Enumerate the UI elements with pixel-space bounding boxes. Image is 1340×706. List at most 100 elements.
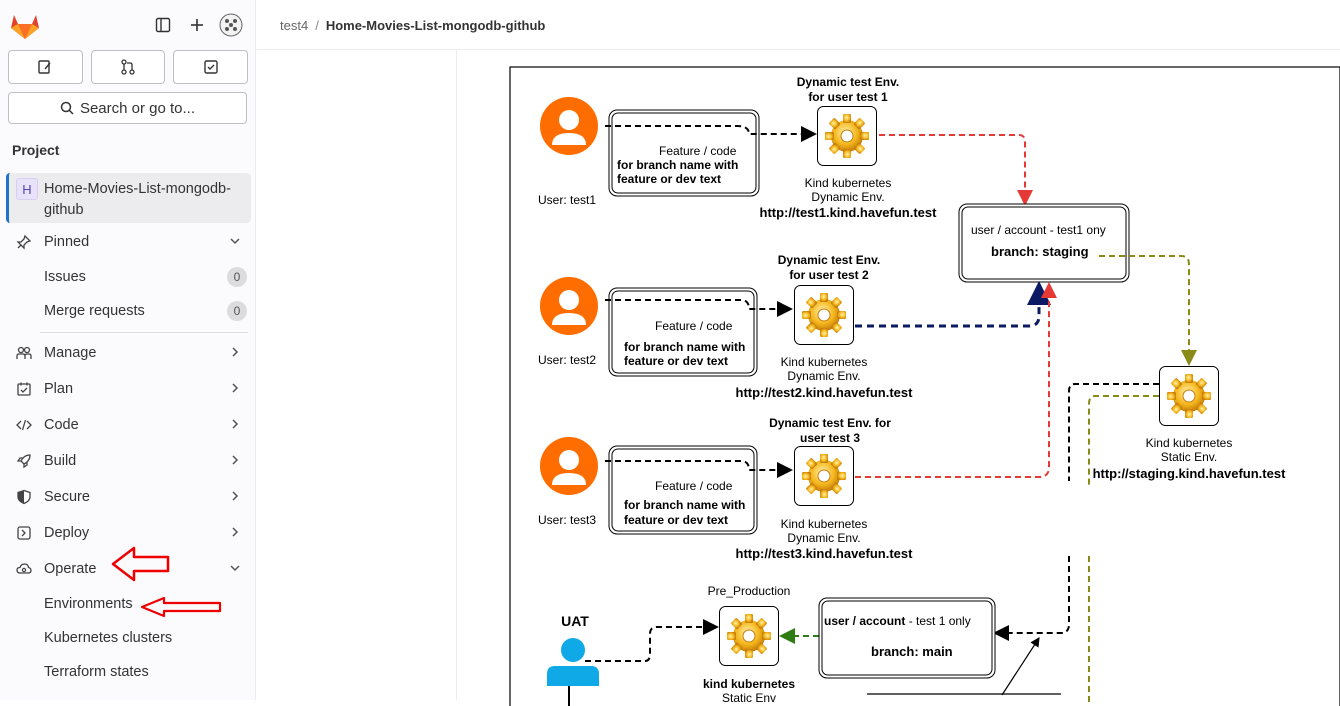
avatar[interactable] [219,13,243,37]
feature-body-2a: for branch name with [624,340,745,354]
main-box-line2: branch: main [871,644,953,659]
gear-preprod-icon [719,606,779,666]
main-box-line1-bold: user / account [824,614,905,628]
staging-box [958,203,1130,283]
url-test1: http://test1.kind.havefun.test [760,205,938,220]
user-test3-label: User: test3 [538,513,596,527]
sidebar-item-label: Terraform states [44,664,149,680]
sidebar-item-terraform-states[interactable]: Terraform states [44,664,149,680]
arrow-env2-staging [855,281,1051,328]
sidebar-item-project[interactable]: H Home-Movies-List-mongodb-github [6,173,251,223]
main-box-line1-rest: - test 1 only [905,614,970,628]
sidebar-item-kubernetes-clusters[interactable]: Kubernetes clusters [44,630,172,646]
pre-production-label: Pre_Production [708,584,791,598]
main-box-line1: user / account - test 1 only [824,614,971,628]
plus-icon[interactable] [186,14,208,36]
chevron-down-icon [230,238,240,245]
user-test3-icon [540,437,598,495]
sidebar-item-operate[interactable]: Operate [6,553,251,585]
sidebar-item-label: Merge requests [44,303,145,319]
top-bar: test4/Home-Movies-List-mongodb-github [257,0,1340,50]
kind-label-2a: Kind kubernetes [781,355,868,369]
red-arrow-annotation-environments [140,596,222,618]
chevron-right-icon [232,383,239,393]
uat-user-icon [547,638,599,706]
quick-actions [8,50,249,84]
sidebar-item-secure[interactable]: Secure [6,481,251,513]
search-button[interactable]: Search or go to... [8,92,247,124]
sidebar-item-code[interactable]: Code [6,409,251,441]
issues-quick-button[interactable] [8,50,83,84]
chevron-right-icon [232,491,239,501]
sidebar-item-deploy[interactable]: Deploy [6,517,251,549]
merge-requests-count-badge: 0 [227,301,247,321]
kind-label-1a: Kind kubernetes [805,176,892,190]
breadcrumb: test4/Home-Movies-List-mongodb-github [280,18,546,33]
breadcrumb-project-link[interactable]: Home-Movies-List-mongodb-github [325,18,546,33]
sidebar-item-plan[interactable]: Plan [6,373,251,405]
dyn-title-1a: Dynamic test Env. [797,75,899,89]
gear-env3-icon [794,446,854,506]
sidebar-item-merge-requests[interactable]: Merge requests [44,303,145,319]
kind-label-3a: Kind kubernetes [781,517,868,531]
sidebar-item-build[interactable]: Build [6,445,251,477]
calendar-icon [14,381,34,397]
merge-requests-quick-button[interactable] [90,50,166,84]
line-static-down-black [1068,383,1159,481]
dyn-title-1b: for user test 1 [808,90,888,104]
feature-box-2 [608,287,758,377]
arrow-user3-env3 [605,460,793,478]
divider [40,332,248,333]
shield-icon [14,489,34,505]
feature-body-1a: for branch name with [617,158,738,172]
static-env-line1: Kind kubernetes [1146,436,1233,450]
dyn-title-2b: for user test 2 [789,268,869,282]
arrow-main-annotation [1001,636,1040,696]
feature-title-3: Feature / code [655,479,733,493]
user-test2-label: User: test2 [538,353,596,367]
code-icon [14,417,34,433]
chevron-right-icon [232,455,239,465]
user-test2-icon [540,277,598,335]
chevron-down-icon [230,565,240,572]
issue-icon [38,60,51,74]
arrow-user2-env2 [605,299,793,317]
project-name: Home-Movies-List-mongodb-github [44,181,231,218]
project-avatar: H [16,178,38,200]
dyn-title-3b: user test 3 [800,431,860,445]
sidebar-item-pinned[interactable]: Pinned [6,226,251,258]
search-label: Search or go to... [79,99,196,117]
merge-request-icon [121,59,135,75]
todos-quick-button[interactable] [173,50,249,84]
feature-box-3 [608,445,758,535]
cloud-gear-icon [14,561,34,577]
sidebar-item-label: Code [44,417,79,433]
dyn-title-3a: Dynamic test Env. for [769,416,891,430]
static-env-line2: Static Env. [1161,450,1217,464]
sidebar-toggle-icon[interactable] [152,14,174,36]
arrow-user1-env1 [605,125,817,142]
sidebar-item-issues[interactable]: Issues [44,269,86,285]
sidebar-item-environments[interactable]: Environments [44,596,133,612]
staging-box-line1: user / account - test1 ony [971,223,1106,237]
arrow-staging-static [1099,255,1197,366]
breadcrumb-group-link[interactable]: test4 [280,18,309,33]
feature-body-3b: feature or dev text [624,513,728,527]
sidebar-item-label: Pinned [44,234,90,250]
deploy-icon [14,525,34,541]
url-test2: http://test2.kind.havefun.test [736,385,914,400]
gitlab-logo-icon[interactable] [10,12,40,40]
sidebar-item-label: Environments [44,596,133,612]
kind-label-1b: Dynamic Env. [811,190,884,204]
sidebar-item-label: Build [44,453,77,469]
main-box [818,597,996,679]
feature-body-1b: feature or dev text [617,172,721,186]
feature-title-2: Feature / code [655,319,733,333]
content-divider [456,50,457,700]
chevron-right-icon [232,527,239,537]
issues-count-badge: 0 [227,267,247,287]
sidebar: Search or go to... Project H Home-Movies… [0,0,256,700]
sidebar-item-manage[interactable]: Manage [6,337,251,369]
arrow-env3-staging [855,282,1057,478]
user-test1-label: User: test1 [538,193,596,207]
